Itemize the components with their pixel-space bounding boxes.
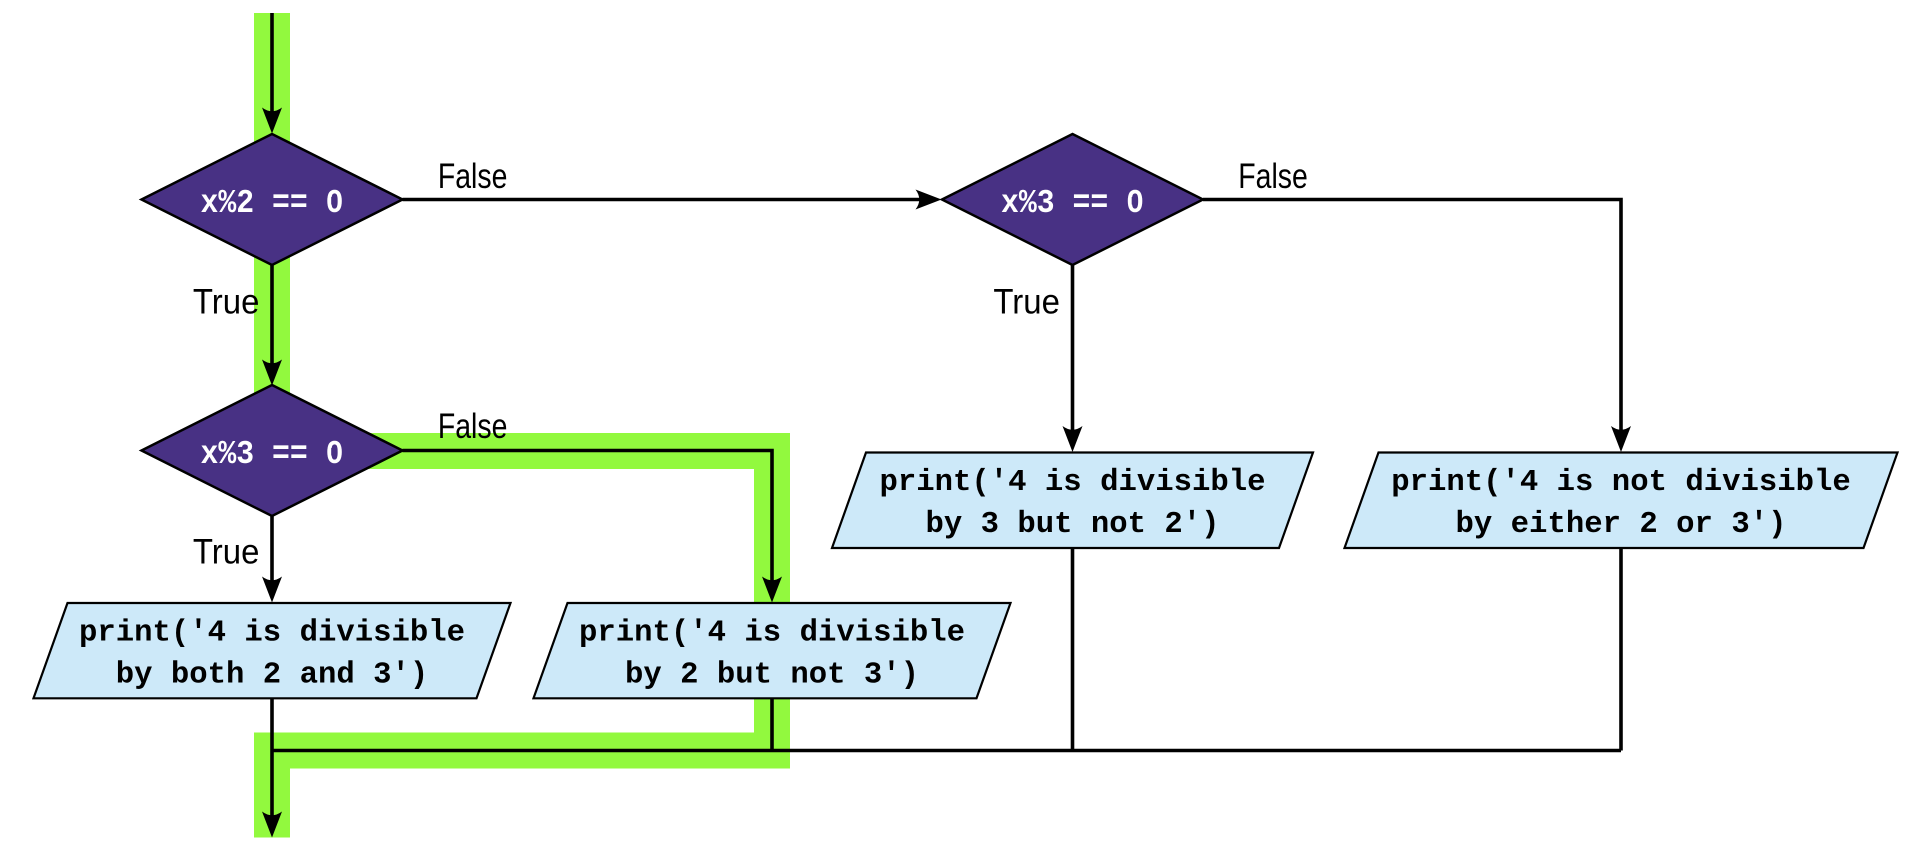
svg-text:False: False: [1238, 157, 1308, 196]
svg-text:print('4 is divisible: print('4 is divisible: [579, 617, 965, 651]
svg-text:by both 2 and 3'): by both 2 and 3'): [116, 659, 429, 693]
svg-text:print('4 is divisible: print('4 is divisible: [880, 466, 1266, 500]
svg-text:x%3 == 0: x%3 == 0: [1001, 185, 1144, 222]
svg-text:True: True: [193, 533, 260, 572]
svg-text:by 3 but not 2'): by 3 but not 2'): [926, 508, 1220, 542]
svg-text:by either 2 or 3'): by either 2 or 3'): [1456, 508, 1787, 542]
svg-text:True: True: [193, 283, 260, 322]
svg-text:x%3 == 0: x%3 == 0: [201, 436, 344, 473]
svg-text:x%2 == 0: x%2 == 0: [201, 185, 344, 222]
svg-text:False: False: [438, 407, 508, 446]
svg-text:print('4 is divisible: print('4 is divisible: [79, 617, 465, 651]
svg-text:by 2 but not 3'): by 2 but not 3'): [625, 659, 919, 693]
svg-text:False: False: [438, 157, 508, 196]
svg-text:True: True: [993, 283, 1060, 322]
svg-text:print('4 is not divisible: print('4 is not divisible: [1391, 466, 1851, 500]
